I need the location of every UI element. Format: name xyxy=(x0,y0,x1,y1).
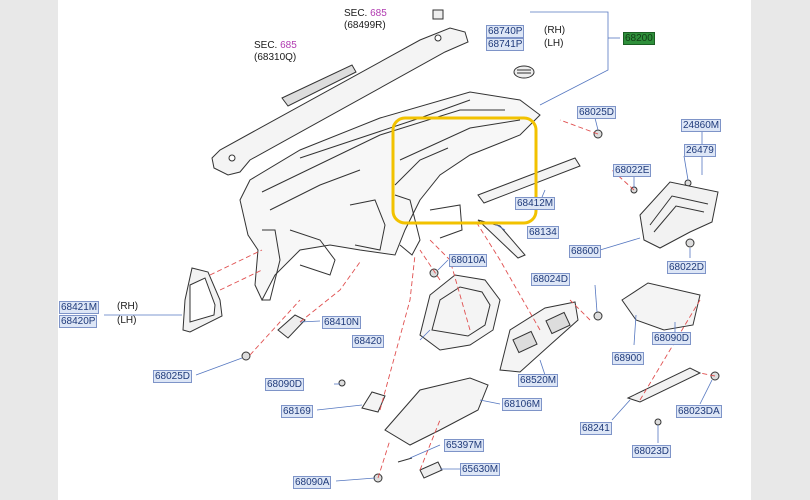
side-label-rh: (RH) xyxy=(544,25,566,36)
blue-leaders xyxy=(104,11,713,482)
side-label-rh: (RH) xyxy=(117,301,139,312)
part-tag-68420[interactable]: 68420 xyxy=(352,335,384,348)
part-tag-68421M[interactable]: 68421M xyxy=(59,301,100,314)
part-tag-68025D[interactable]: 68025D xyxy=(153,370,193,383)
side-label-lh: (LH) xyxy=(544,38,564,49)
knee-bolster xyxy=(626,367,702,403)
part-tag-68740P[interactable]: 68740P xyxy=(486,25,525,38)
cluster-housing xyxy=(419,274,501,351)
part-tag-68090A[interactable]: 68090A xyxy=(293,476,332,489)
part-tag-68741P[interactable]: 68741P xyxy=(486,38,525,51)
part-tag-68410N[interactable]: 68410N xyxy=(322,316,362,329)
top-clip xyxy=(432,9,444,20)
part-tag-68600[interactable]: 68600 xyxy=(569,245,601,258)
grille-cap xyxy=(513,65,535,79)
sec-label: SEC. 685 xyxy=(344,8,387,20)
part-tag-68010A[interactable]: 68010A xyxy=(449,254,488,267)
sec-reference: (68310Q) xyxy=(254,52,297,63)
switch-part xyxy=(397,457,443,479)
part-tag-68134[interactable]: 68134 xyxy=(527,226,559,239)
part-tag-68200[interactable]: 68200 xyxy=(623,32,655,45)
bracket xyxy=(477,219,526,259)
side-crash-pad xyxy=(182,267,223,333)
part-tag-24860M[interactable]: 24860M xyxy=(681,119,722,132)
part-tag-68900[interactable]: 68900 xyxy=(612,352,644,365)
part-tag-68024D[interactable]: 68024D xyxy=(531,273,571,286)
part-tag-68023DA[interactable]: 68023DA xyxy=(676,405,722,418)
screws xyxy=(241,129,720,483)
plug-part xyxy=(277,314,306,339)
part-tag-68022E[interactable]: 68022E xyxy=(613,164,652,177)
sec-text: SEC. xyxy=(254,40,278,51)
side-label-lh: (LH) xyxy=(117,315,137,326)
lower-cover xyxy=(384,377,489,446)
center-panel xyxy=(499,301,579,373)
sec-number: 685 xyxy=(280,40,297,51)
garnish-strip xyxy=(477,157,581,204)
part-tag-68025D[interactable]: 68025D xyxy=(577,106,617,119)
part-tag-65397M[interactable]: 65397M xyxy=(444,439,485,452)
part-tag-68023D[interactable]: 68023D xyxy=(632,445,672,458)
dashboard-body xyxy=(239,91,541,302)
dash-lower-structure xyxy=(262,194,463,301)
part-tag-68106M[interactable]: 68106M xyxy=(502,398,543,411)
part-tag-65630M[interactable]: 65630M xyxy=(460,463,501,476)
part-tag-68420P[interactable]: 68420P xyxy=(59,315,98,328)
sec-text: SEC. xyxy=(344,8,368,19)
sec-number: 685 xyxy=(370,8,387,19)
lower-panel xyxy=(621,282,701,331)
part-tag-68520M[interactable]: 68520M xyxy=(518,374,559,387)
small-bracket xyxy=(361,391,386,413)
part-tag-68022D[interactable]: 68022D xyxy=(667,261,707,274)
sec-label: SEC. 685 xyxy=(254,40,297,52)
part-tag-68090D[interactable]: 68090D xyxy=(265,378,305,391)
part-tag-68090D[interactable]: 68090D xyxy=(652,332,692,345)
highlight-box xyxy=(391,116,538,225)
part-tag-68169[interactable]: 68169 xyxy=(281,405,313,418)
red-dashed-leaders xyxy=(209,119,716,479)
part-tag-26479[interactable]: 26479 xyxy=(684,144,716,157)
sec-reference: (68499R) xyxy=(344,20,386,31)
glove-box xyxy=(639,181,719,249)
dash-top-pad xyxy=(211,27,469,176)
part-tag-68241[interactable]: 68241 xyxy=(580,422,612,435)
part-tag-68412M[interactable]: 68412M xyxy=(515,197,556,210)
